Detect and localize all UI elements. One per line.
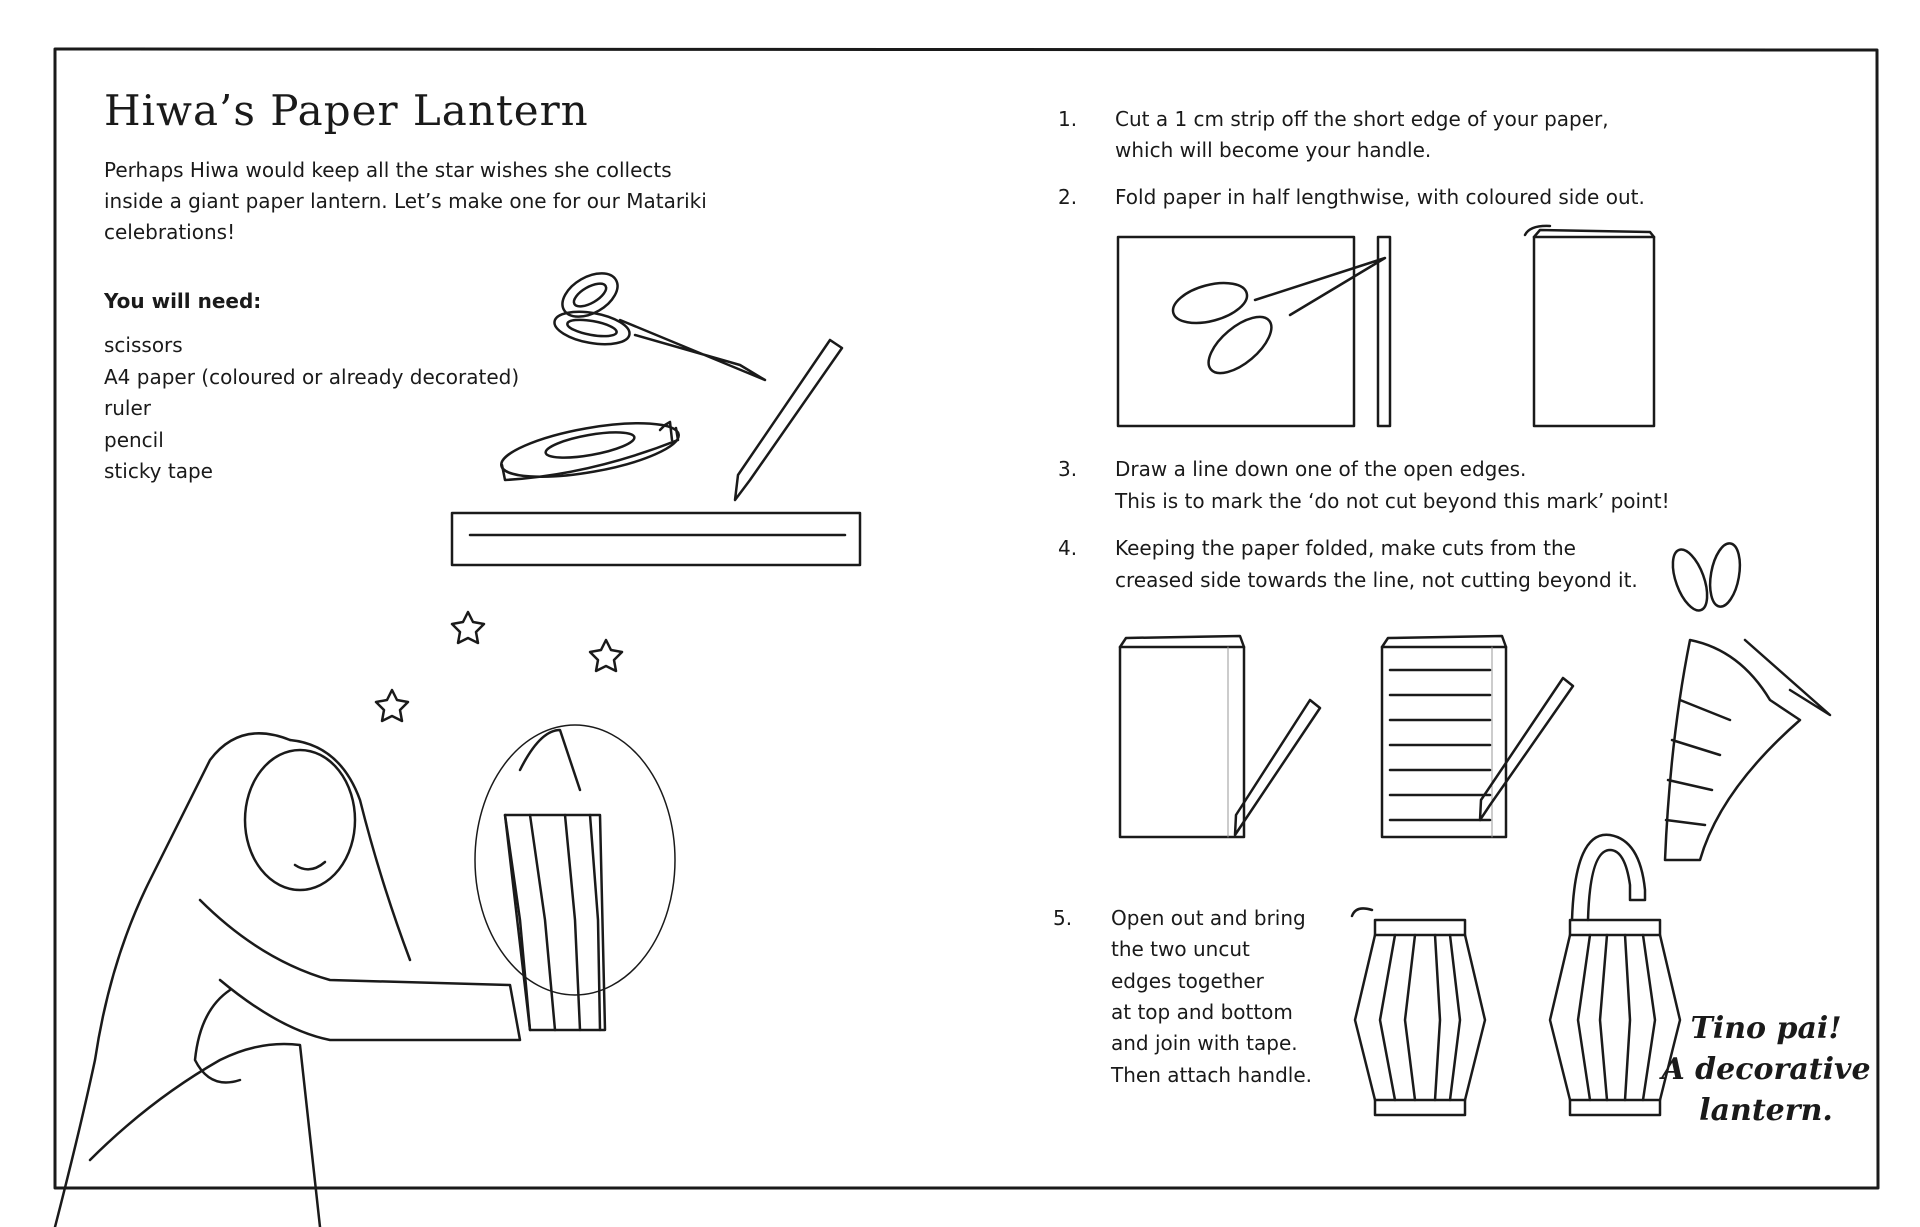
step-text: at top and bottom — [1111, 1000, 1293, 1024]
step-number: 3. — [1058, 457, 1078, 481]
lantern-taped — [1350, 907, 1487, 1117]
scissors-icon — [1171, 256, 1387, 375]
intro-line: Perhaps Hiwa would keep all the star wis… — [104, 158, 672, 182]
cut-paper — [1380, 634, 1575, 839]
step-text: Open out and bring — [1111, 906, 1306, 930]
intro-line: celebrations! — [104, 220, 236, 244]
step-text: which will become your handle. — [1115, 138, 1432, 162]
star-icon — [450, 610, 486, 645]
marked-paper — [1118, 634, 1322, 839]
step-text: Draw a line down one of the open edges. — [1115, 457, 1527, 481]
star-icon — [374, 688, 410, 723]
closing-note: Tino pai! A decorative lantern. — [1660, 1008, 1872, 1131]
needs-item: A4 paper (coloured or already decorated) — [104, 365, 520, 389]
tape-icon — [500, 420, 680, 482]
paper-sheet — [1116, 235, 1356, 428]
cutting-illustration — [1663, 542, 1832, 862]
step-text: the two uncut — [1111, 937, 1250, 961]
page-title: Hiwa’s Paper Lantern — [104, 86, 589, 135]
step-text: edges together — [1111, 969, 1264, 993]
closing-line: Tino pai! — [1690, 1011, 1842, 1046]
pencil-icon — [733, 338, 844, 502]
step-number: 2. — [1058, 185, 1078, 209]
lantern-finished — [1548, 833, 1682, 1117]
needs-item: ruler — [104, 396, 151, 420]
closing-line: lantern. — [1699, 1093, 1833, 1128]
closing-line: A decorative — [1661, 1052, 1871, 1087]
needs-item: pencil — [104, 428, 164, 452]
step-text: This is to mark the ‘do not cut beyond t… — [1115, 489, 1670, 513]
step-text: Then attach handle. — [1111, 1063, 1312, 1087]
intro-line: inside a giant paper lantern. Let’s make… — [104, 189, 707, 213]
paper-strip — [1376, 235, 1392, 428]
step-number: 5. — [1053, 906, 1073, 930]
step-text: creased side towards the line, not cutti… — [1115, 568, 1638, 592]
needs-item: scissors — [104, 333, 183, 357]
hiwa-illustration — [53, 610, 676, 1227]
folded-paper — [1532, 235, 1656, 428]
scissors-icon — [553, 272, 767, 382]
step-number: 1. — [1058, 107, 1078, 131]
ruler-icon — [450, 511, 862, 567]
step-number: 4. — [1058, 536, 1078, 560]
page-border — [53, 47, 1880, 1190]
step-text: Fold paper in half lengthwise, with colo… — [1115, 185, 1645, 209]
step-text: Cut a 1 cm strip off the short edge of y… — [1115, 107, 1609, 131]
needs-item: sticky tape — [104, 459, 213, 483]
star-icon — [588, 638, 624, 673]
step-text: Keeping the paper folded, make cuts from… — [1115, 536, 1576, 560]
step-text: and join with tape. — [1111, 1031, 1298, 1055]
needs-heading: You will need: — [104, 289, 262, 313]
